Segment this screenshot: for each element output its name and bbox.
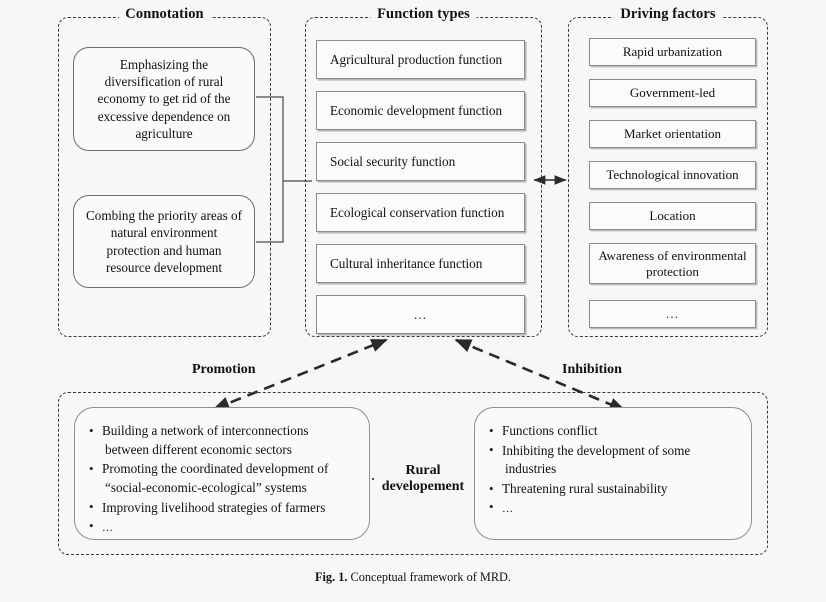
driving-factor-box-6[interactable]: Awareness of environmental protection [589, 243, 756, 284]
function-type-box-3[interactable]: Social security function [316, 142, 525, 181]
promotion-item-2-line2: “social-economic-ecological” systems [105, 480, 307, 496]
function-type-label-1: Agricultural production function [330, 51, 503, 67]
inhibition-item-2-line2: industries [505, 461, 557, 477]
connotation-box-2-text: Combing the priority areas of natural en… [85, 208, 242, 275]
driving-factor-label-more: … [665, 306, 680, 322]
function-type-label-2: Economic development function [330, 102, 503, 118]
list-item: Threatening rural sustainability [489, 480, 735, 499]
list-item: Building a network of interconnections b… [89, 421, 353, 459]
label-rural-development: Rural developement [374, 463, 472, 496]
inhibition-item-2-line1: Inhibiting the development of some [502, 442, 691, 458]
promotion-item-3-line1: Improving livelihood strategies of farme… [102, 499, 326, 515]
group-function-types: Function types [305, 7, 542, 337]
connotation-box-1[interactable]: Emphasizing the diversification of rural… [73, 47, 255, 151]
list-item: … [89, 517, 353, 538]
connotation-box-1-text: Emphasizing the diversification of rural… [97, 57, 231, 141]
driving-factor-box-3[interactable]: Market orientation [589, 120, 756, 148]
list-item: Improving livelihood strategies of farme… [89, 498, 353, 518]
function-type-box-5[interactable]: Cultural inheritance function [316, 244, 525, 283]
connotation-box-2[interactable]: Combing the priority areas of natural en… [73, 195, 255, 288]
group-title-driving-factors: Driving factors [613, 7, 723, 22]
group-title-function-types: Function types [370, 7, 477, 22]
figure-caption: Fig. 1. Conceptual framework of MRD. [0, 570, 826, 585]
inhibition-item-3-line1: Threatening rural sustainability [502, 481, 668, 497]
figure-caption-label: Fig. 1. [314, 570, 348, 584]
function-type-label-3: Social security function [330, 153, 456, 169]
label-inhibition: Inhibition [558, 362, 626, 379]
driving-factor-label-1: Rapid urbanization [622, 44, 723, 60]
list-item: Promoting the coordinated development of… [89, 460, 353, 497]
driving-factor-label-4: Technological innovation [606, 167, 739, 183]
inhibition-outcome-box[interactable]: Functions conflict Inhibiting the develo… [474, 407, 752, 540]
function-type-box-2[interactable]: Economic development function [316, 91, 525, 130]
label-rural-development-line1: Rural [405, 463, 441, 478]
driving-factor-label-3: Market orientation [623, 126, 722, 142]
driving-factor-label-6: Awareness of environmental protection [598, 247, 747, 279]
list-item: Functions conflict [489, 422, 735, 441]
driving-factor-label-5: Location [649, 208, 696, 224]
group-title-connotation: Connotation [118, 7, 211, 22]
driving-factor-box-5[interactable]: Location [589, 202, 756, 230]
label-promotion: Promotion [188, 362, 260, 379]
function-type-label-more: … [413, 306, 428, 322]
function-type-box-4[interactable]: Ecological conservation function [316, 193, 525, 232]
function-type-label-5: Cultural inheritance function [330, 255, 483, 271]
driving-factor-label-2: Government-led [629, 85, 716, 101]
inhibition-bullet-list: Functions conflict Inhibiting the develo… [489, 422, 735, 519]
function-type-box-1[interactable]: Agricultural production function [316, 40, 525, 79]
list-item: Inhibiting the development of some indus… [489, 441, 735, 479]
driving-factor-box-1[interactable]: Rapid urbanization [589, 38, 756, 66]
promotion-item-2-line1: Promoting the coordinated development of [102, 461, 329, 477]
promotion-bullet-list: Building a network of interconnections b… [89, 421, 353, 538]
group-driving-factors: Driving factors [568, 7, 768, 337]
group-outcomes [58, 392, 768, 555]
promotion-item-1-line2: between different economic sectors [105, 441, 292, 457]
label-rural-development-line2: developement [381, 479, 465, 495]
promotion-item-4-line1: … [102, 521, 114, 534]
driving-factor-box-more[interactable]: … [589, 300, 756, 328]
function-type-label-4: Ecological conservation function [330, 204, 505, 220]
figure-caption-text: Conceptual framework of MRD. [350, 570, 512, 584]
function-type-box-more[interactable]: … [316, 295, 525, 334]
inhibition-item-1-line1: Functions conflict [502, 423, 598, 438]
driving-factor-box-2[interactable]: Government-led [589, 79, 756, 107]
inhibition-item-4-line1: … [502, 502, 514, 515]
group-connotation: Connotation [58, 7, 271, 337]
promotion-item-1-line1: Building a network of interconnections [102, 423, 309, 438]
list-item: … [489, 498, 735, 519]
driving-factor-box-4[interactable]: Technological innovation [589, 161, 756, 189]
promotion-outcome-box[interactable]: Building a network of interconnections b… [74, 407, 370, 540]
